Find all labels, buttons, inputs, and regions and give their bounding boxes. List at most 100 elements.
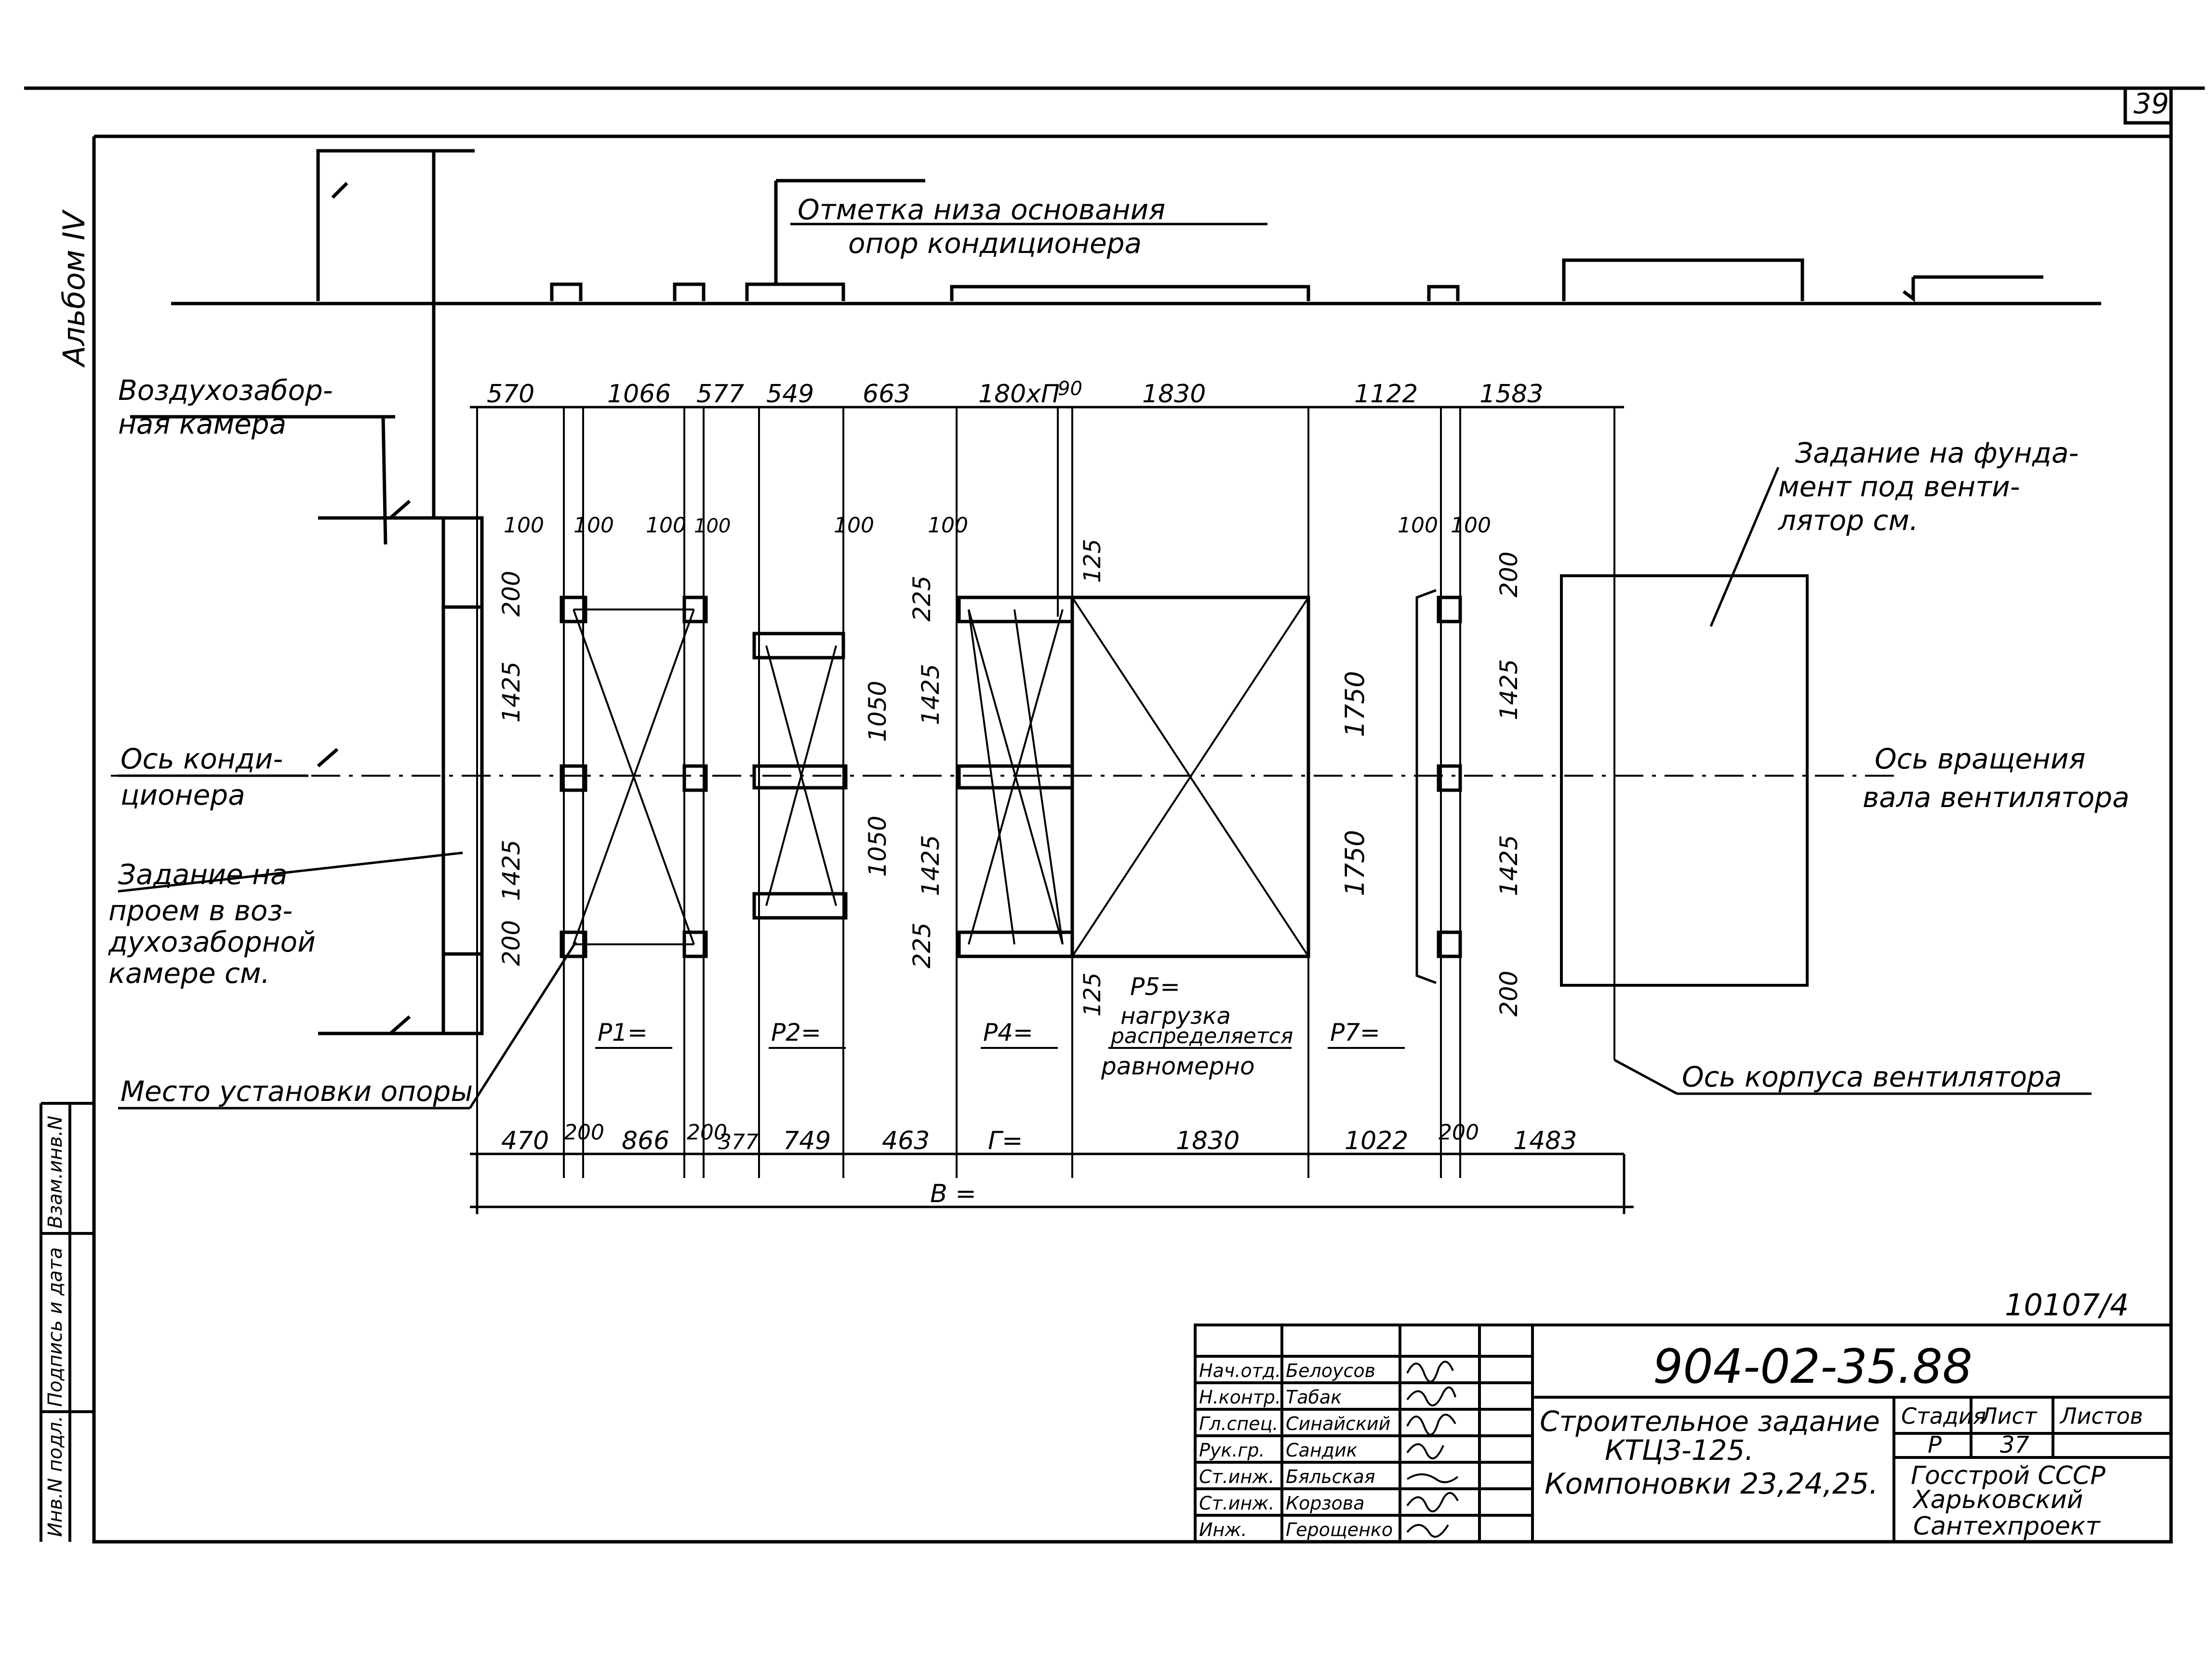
- dim-200: 200: [497, 920, 525, 966]
- dim-1425: 1425: [917, 835, 945, 896]
- opening-task-label-3: духозаборной: [108, 926, 316, 958]
- top-dim-180xp: 180хП: [978, 380, 1060, 409]
- load-p4: P4=: [983, 1019, 1033, 1046]
- support-place-label: Место установки опоры: [120, 1075, 473, 1108]
- top-dim-1066: 1066: [607, 380, 671, 409]
- conditioner-axis-label-1: Ось конди-: [120, 742, 283, 775]
- foundation-level-label-1: Отметка низа основания: [798, 193, 1165, 226]
- load-p5-note-1: нагрузка: [1120, 1003, 1231, 1030]
- top-dim-549: 549: [766, 380, 814, 409]
- opening-task-label-2: проем в воз-: [108, 894, 293, 927]
- fan-frame-diagonals: [1071, 596, 1309, 957]
- opening-task-leader: [118, 851, 463, 893]
- right-bracket: [1415, 589, 1437, 984]
- bottom-dim-200: 200: [564, 1120, 604, 1145]
- load-p5-note-3: равномерно: [1101, 1052, 1255, 1080]
- bottom-dim-749: 749: [783, 1126, 831, 1155]
- load-labels: P1= P2= P4= P5= нагрузка распределяется …: [598, 973, 1380, 1080]
- dim-200: 200: [497, 571, 525, 617]
- staff-name: Бяльская: [1286, 1466, 1375, 1487]
- dim-100: 100: [504, 513, 544, 538]
- bottom-dim-1830: 1830: [1176, 1126, 1239, 1155]
- staff-role: Ст.инж.: [1199, 1493, 1275, 1514]
- opening-task-label-1: Задание на: [118, 858, 288, 891]
- staff-role: Нач.отд.: [1199, 1360, 1281, 1381]
- dim-100: 100: [694, 515, 731, 537]
- side-stamp-replacement: Взам.инв.N: [44, 1116, 67, 1229]
- top-dim-663: 663: [863, 380, 910, 409]
- dim-100: 100: [573, 513, 614, 538]
- title-block-description-2: КТЦЗ-125.: [1605, 1434, 1754, 1467]
- bottom-dim-1022: 1022: [1345, 1126, 1408, 1155]
- doc-number: 10107/4: [2005, 1287, 2129, 1323]
- bottom-dimension-chain: [470, 1152, 1634, 1214]
- fan-shaft-axis-label-2: вала вентилятора: [1863, 781, 2130, 814]
- fan-foundation-leader: [1709, 467, 1780, 627]
- support-pads: [560, 596, 1462, 958]
- title-block-code: 904-02-35.88: [1653, 1339, 1972, 1394]
- fan-foundation-label-3: лятор см.: [1778, 504, 1919, 537]
- title-block-grid: [1194, 1324, 2172, 1543]
- staff-name: Табак: [1286, 1387, 1342, 1408]
- staff-name: Герощенко: [1286, 1519, 1393, 1540]
- load-p1: P1=: [598, 1019, 648, 1046]
- title-block-description-1: Строительное задание: [1540, 1405, 1880, 1438]
- dim-200: 200: [1495, 552, 1523, 597]
- org-line-2: Харьковский: [1912, 1485, 2083, 1514]
- support-place-leader: [118, 941, 577, 1110]
- dim-1425: 1425: [497, 840, 525, 901]
- load-p2: P2=: [771, 1019, 821, 1046]
- staff-role: Гл.спец.: [1199, 1413, 1279, 1434]
- side-stamp-original: Инв.N подл.: [44, 1416, 67, 1537]
- sheets-header: Листов: [2059, 1403, 2143, 1429]
- bottom-dim-866: 866: [622, 1126, 669, 1155]
- dim-1425: 1425: [1495, 835, 1523, 896]
- bottom-dim-200: 200: [687, 1120, 727, 1145]
- fan-housing-axis-leader: [1613, 1059, 2092, 1095]
- stage-value: Р: [1928, 1431, 1942, 1458]
- top-dim-577: 577: [696, 380, 744, 409]
- top-dim-1830: 1830: [1142, 380, 1206, 409]
- staff-role: Рук.гр.: [1199, 1440, 1265, 1461]
- sheet-value: 37: [2000, 1431, 2030, 1458]
- staff-role: Инж.: [1199, 1519, 1247, 1540]
- dim-1750: 1750: [1340, 671, 1370, 737]
- load-p5: P5=: [1130, 973, 1180, 1001]
- side-stamp: [40, 1102, 94, 1542]
- dim-100: 100: [928, 513, 968, 538]
- dim-100: 100: [1398, 513, 1438, 538]
- title-block-staff: Нач.отд. Белоусов Н.контр. Табак Гл.спец…: [1199, 1360, 1393, 1540]
- foundation-elevation-line: [171, 149, 2101, 305]
- dim-1425: 1425: [1495, 659, 1523, 720]
- dim-100: 100: [1451, 513, 1491, 538]
- dim-125: 125: [1079, 539, 1106, 583]
- staff-role: Ст.инж.: [1199, 1466, 1275, 1487]
- bracing-lines: [573, 597, 1073, 956]
- fan-foundation-label-2: мент под венти-: [1778, 470, 2020, 503]
- dim-125: 125: [1079, 972, 1106, 1017]
- air-intake-label-1: Воздухозабор-: [118, 374, 333, 407]
- dim-100: 100: [646, 513, 686, 538]
- air-intake-label-2: ная камера: [118, 408, 286, 440]
- load-p7: P7=: [1330, 1019, 1380, 1046]
- dim-1425: 1425: [497, 662, 525, 723]
- opening-task-label-4: камере см.: [108, 957, 270, 990]
- top-dim-90: 90: [1058, 378, 1082, 400]
- dim-225: 225: [908, 923, 936, 968]
- fan-frame: [1070, 596, 1310, 958]
- bottom-dim-g: Г=: [988, 1126, 1023, 1155]
- staff-name: Синайский: [1286, 1413, 1390, 1434]
- dim-225: 225: [908, 576, 936, 622]
- bottom-dim-200: 200: [1439, 1120, 1479, 1145]
- staff-role: Н.контр.: [1199, 1387, 1281, 1408]
- fan-foundation-rect: [1560, 574, 1809, 987]
- dim-100: 100: [834, 513, 874, 538]
- title-block-description-3: Компоновки 23,24,25.: [1545, 1467, 1878, 1501]
- fan-shaft-axis-label-1: Ось вращения: [1875, 742, 2086, 775]
- sheet-number: 39: [2133, 87, 2169, 120]
- dim-1050: 1050: [864, 816, 892, 877]
- album-label: Альбом IV: [56, 209, 92, 368]
- staff-name: Белоусов: [1286, 1360, 1375, 1381]
- load-p5-note-2: распределяется: [1110, 1024, 1293, 1048]
